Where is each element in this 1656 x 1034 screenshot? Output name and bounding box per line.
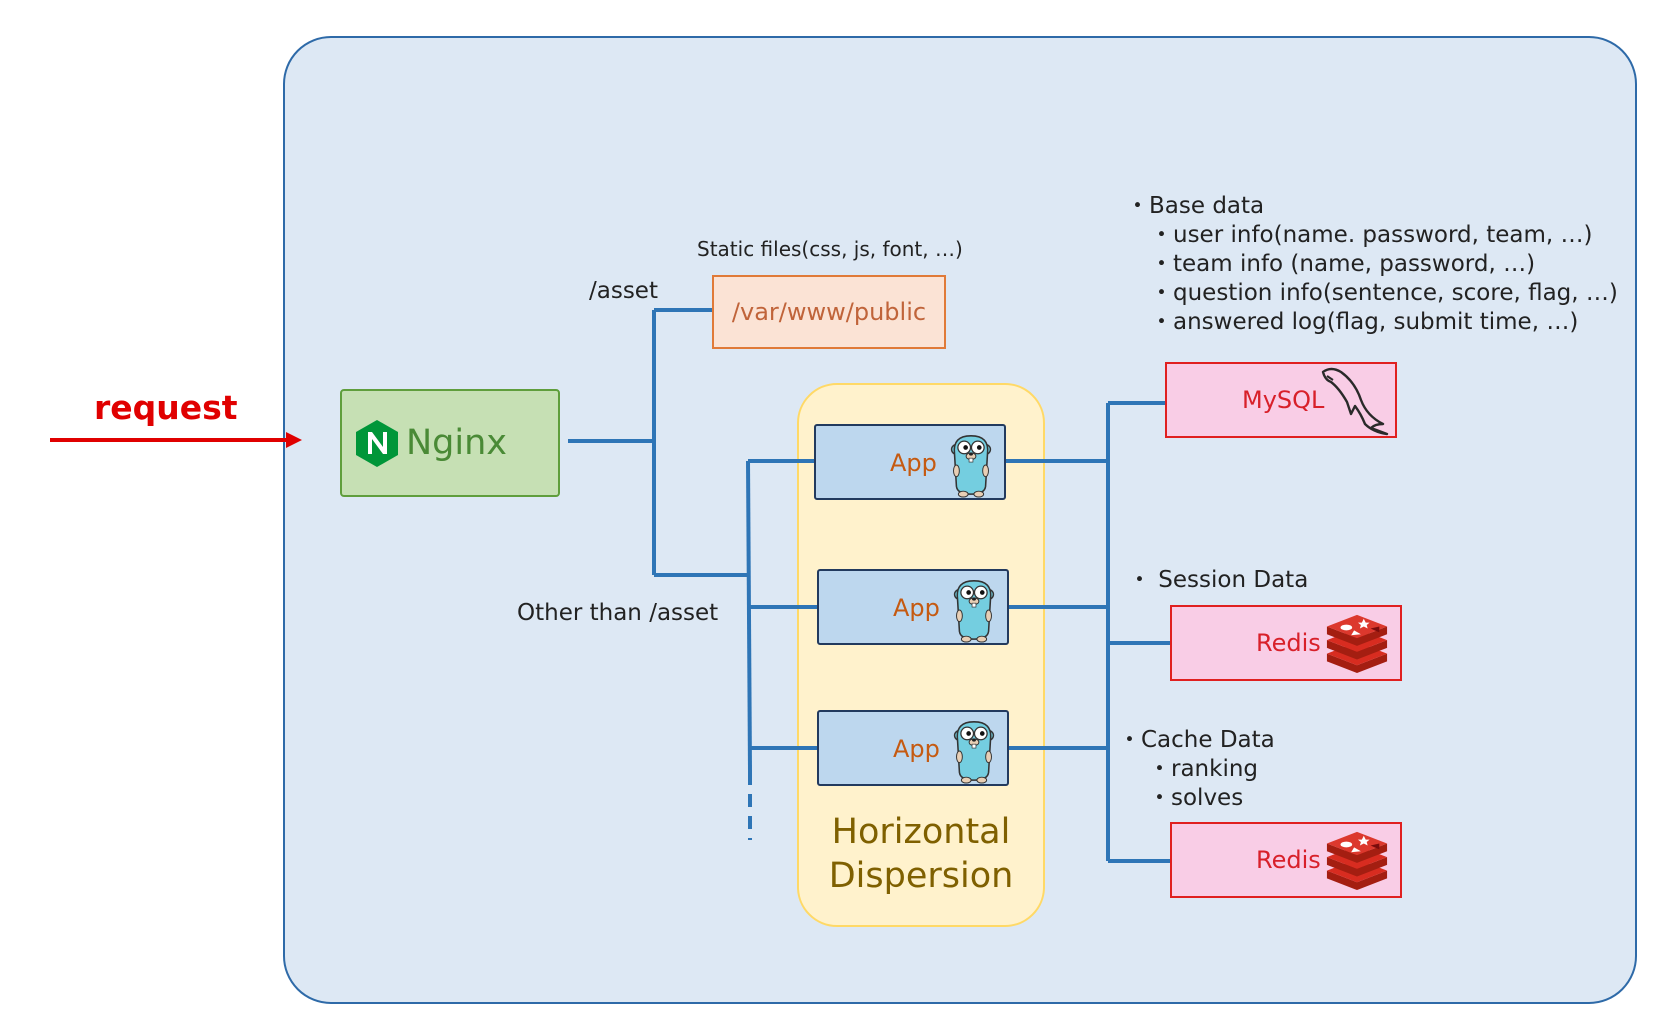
app-instance: App bbox=[817, 710, 1009, 786]
app-label: App bbox=[893, 735, 940, 763]
horizontal-dispersion-label: Horizontal Dispersion bbox=[797, 810, 1045, 898]
nginx-label: Nginx bbox=[406, 423, 508, 463]
mysql-note: ・question info(sentence, score, flag, …) bbox=[1150, 280, 1618, 306]
other-route-label: Other than /asset bbox=[517, 600, 719, 626]
mysql-box: MySQL bbox=[1165, 362, 1397, 438]
nginx-box: Nginx bbox=[340, 389, 560, 497]
gopher-icon bbox=[953, 721, 995, 784]
mysql-note: ・Base data bbox=[1126, 193, 1265, 219]
request-arrowhead bbox=[286, 432, 302, 448]
gopher-icon bbox=[950, 435, 992, 498]
cache-data-notes: ・Cache Data ・ranking ・solves bbox=[1118, 726, 1275, 813]
request-label: request bbox=[94, 388, 238, 427]
cache-note: ・Cache Data bbox=[1118, 727, 1275, 753]
app-label: App bbox=[890, 449, 937, 477]
app-instance: App bbox=[817, 569, 1009, 645]
static-files-box: /var/www/public bbox=[712, 275, 946, 349]
mysql-notes: ・Base data ・user info(name. password, te… bbox=[1126, 192, 1618, 337]
static-path-label: /var/www/public bbox=[731, 298, 927, 326]
app-instance: App bbox=[814, 424, 1006, 500]
redis-session-box: Redis bbox=[1170, 605, 1402, 681]
cache-note: ・solves bbox=[1148, 785, 1244, 811]
mysql-dolphin-icon bbox=[1321, 367, 1389, 436]
mysql-note: ・answered log(flag, submit time, …) bbox=[1150, 309, 1579, 335]
cache-note: ・ranking bbox=[1148, 756, 1259, 782]
nginx-logo-icon bbox=[356, 420, 398, 467]
redis-label: Redis bbox=[1256, 846, 1321, 874]
pool-label-line1: Horizontal bbox=[831, 812, 1011, 852]
asset-route-label: /asset bbox=[589, 278, 658, 304]
session-data-note: ・ Session Data bbox=[1128, 567, 1309, 593]
pool-label-line2: Dispersion bbox=[828, 856, 1014, 896]
redis-logo-icon bbox=[1326, 614, 1388, 674]
redis-logo-icon bbox=[1326, 831, 1388, 891]
mysql-note: ・user info(name. password, team, …) bbox=[1150, 222, 1593, 248]
app-label: App bbox=[893, 594, 940, 622]
static-files-caption: Static files(css, js, font, …) bbox=[697, 237, 963, 261]
gopher-icon bbox=[953, 580, 995, 643]
mysql-label: MySQL bbox=[1242, 386, 1325, 414]
mysql-note: ・team info (name, password, …) bbox=[1150, 251, 1536, 277]
app-bus bbox=[746, 460, 752, 773]
redis-cache-box: Redis bbox=[1170, 822, 1402, 898]
redis-label: Redis bbox=[1256, 629, 1321, 657]
